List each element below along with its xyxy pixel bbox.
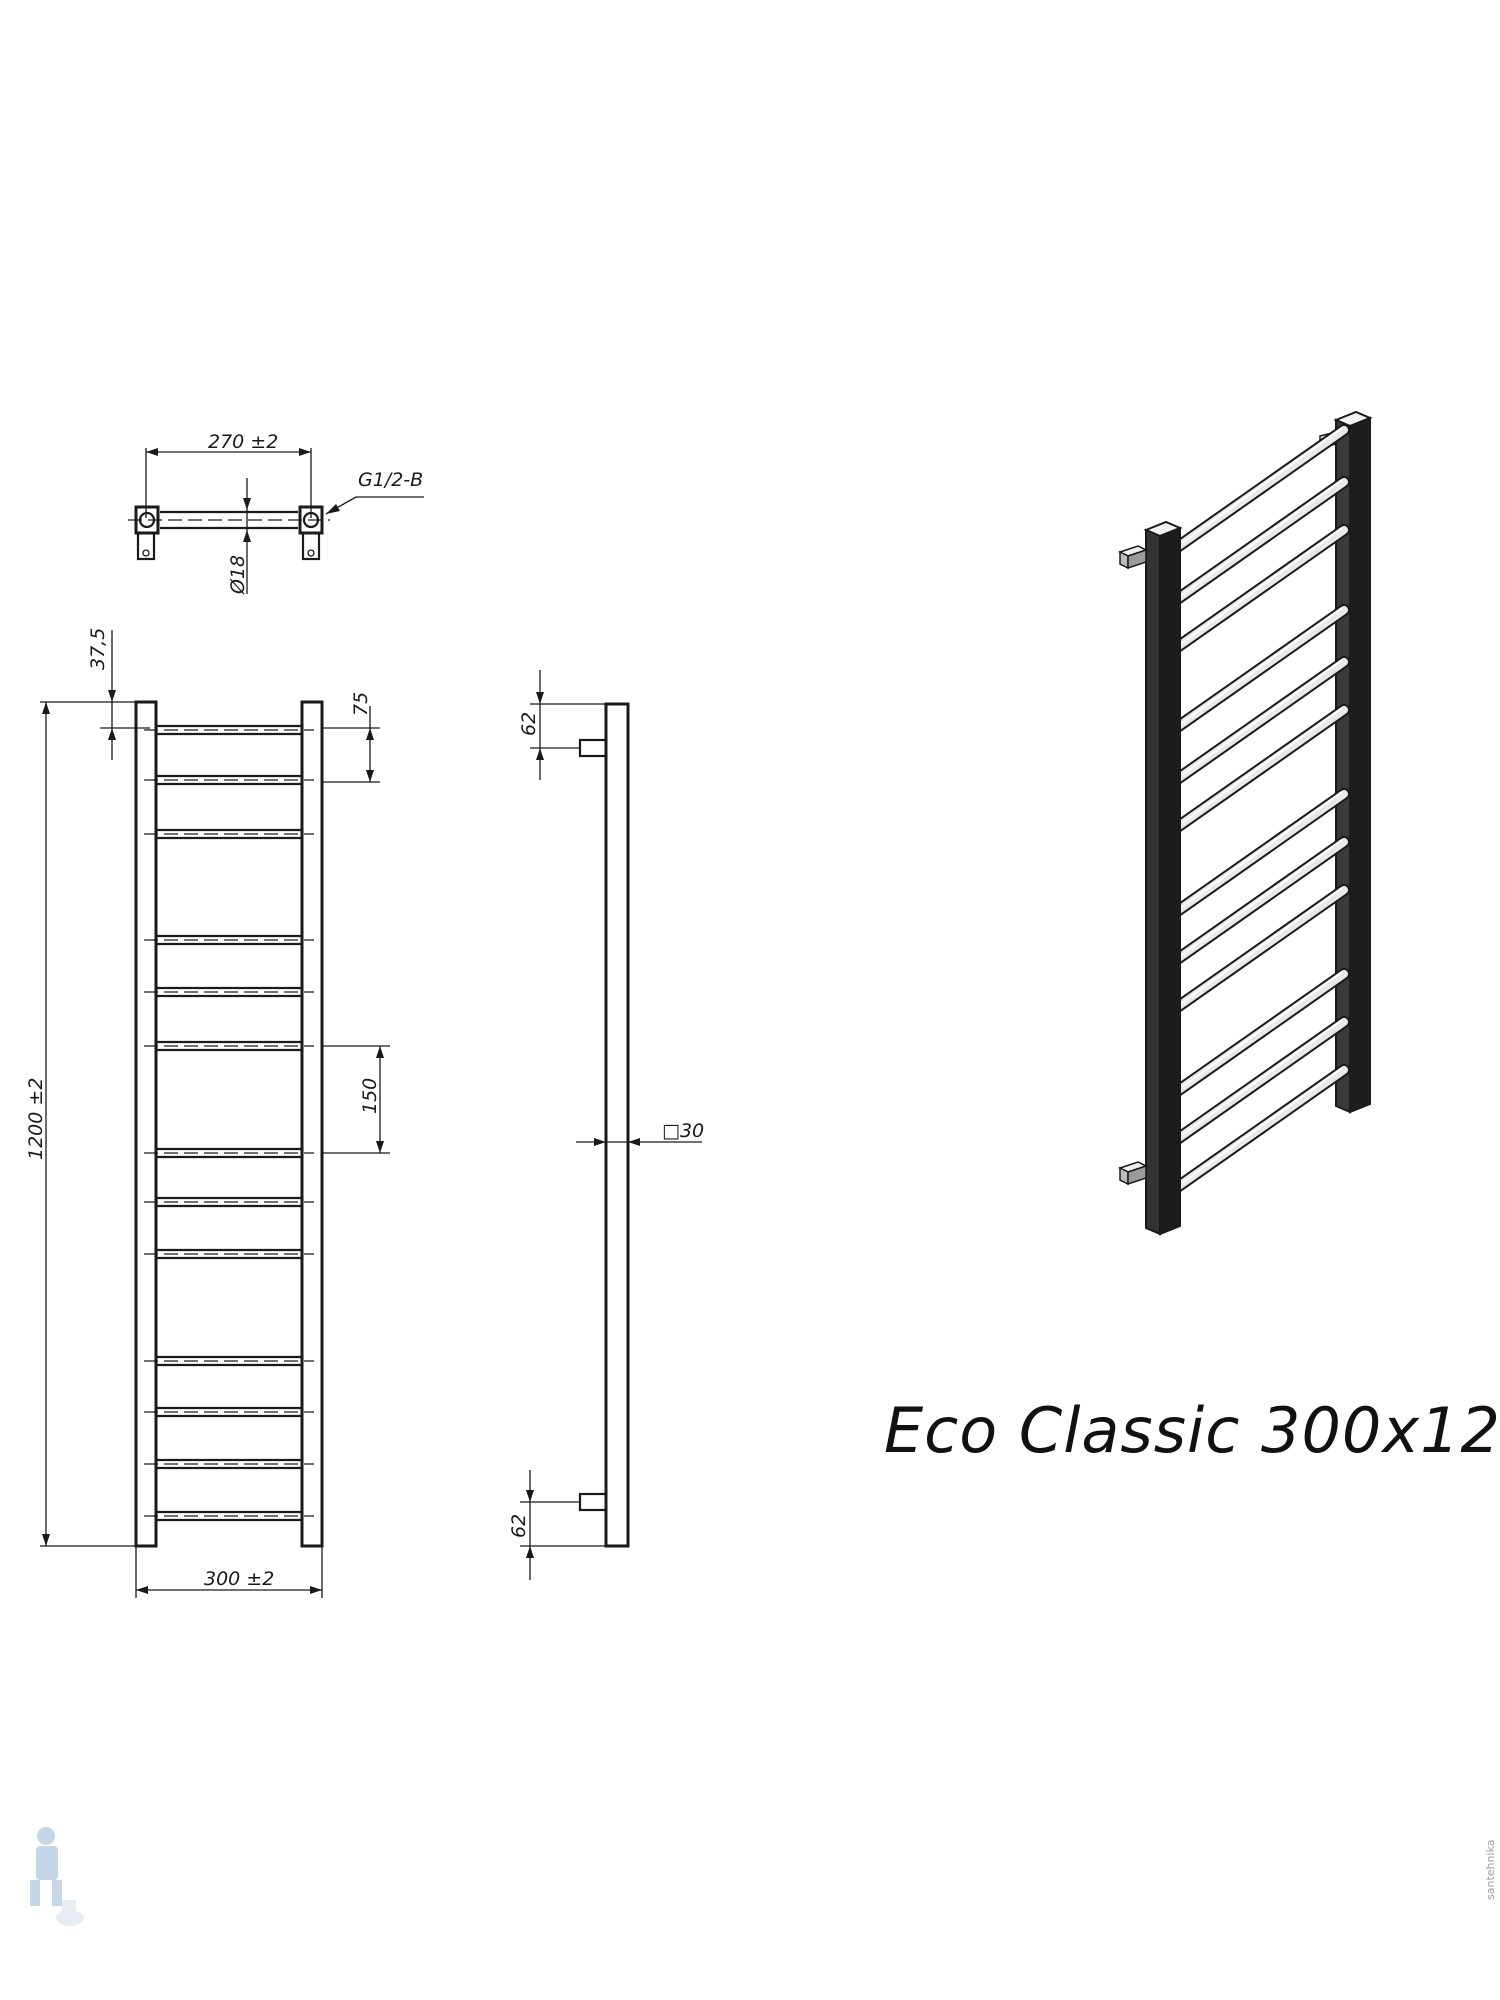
dim-width: 300 ±2 bbox=[204, 1568, 274, 1590]
dim-diameter: Ø18 bbox=[227, 555, 249, 595]
iso-bars bbox=[1170, 424, 1350, 1194]
iso-bar bbox=[1170, 788, 1350, 918]
side-view: 62 62 □30 bbox=[508, 670, 704, 1580]
front-bars bbox=[144, 724, 314, 1522]
dim-profile: □30 bbox=[662, 1120, 704, 1142]
iso-bar bbox=[1170, 476, 1350, 606]
iso-bar bbox=[1170, 884, 1350, 1014]
iso-bar bbox=[1170, 524, 1350, 654]
iso-bar bbox=[1170, 968, 1350, 1098]
front-bar bbox=[144, 774, 314, 786]
watermark-text: santehnika bbox=[1484, 1840, 1497, 1900]
iso-bar bbox=[1170, 704, 1350, 834]
front-bar bbox=[144, 1040, 314, 1052]
front-bar bbox=[144, 1147, 314, 1159]
front-view: 37,5 75 150 1200 ±2 300 ±2 bbox=[25, 628, 390, 1598]
dim-top-spacing: 270 ±2 bbox=[208, 431, 278, 453]
front-bar bbox=[144, 1510, 314, 1522]
iso-bar bbox=[1170, 424, 1350, 554]
iso-bar bbox=[1170, 1064, 1350, 1194]
product-title: Eco Classic 300x1200 bbox=[884, 1394, 1500, 1467]
dim-bar-gap: 75 bbox=[350, 692, 372, 716]
front-bar bbox=[144, 828, 314, 840]
dim-connector-bottom: 62 bbox=[508, 1514, 530, 1538]
dim-thread: G1/2-B bbox=[358, 469, 423, 491]
iso-bar bbox=[1170, 1016, 1350, 1146]
front-bar bbox=[144, 1406, 314, 1418]
plumber-logo bbox=[30, 1827, 84, 1926]
front-bar bbox=[144, 1458, 314, 1470]
dim-height: 1200 ±2 bbox=[25, 1078, 47, 1160]
dim-connector-top: 62 bbox=[518, 712, 540, 736]
iso-bar bbox=[1170, 604, 1350, 734]
iso-bar bbox=[1170, 656, 1350, 786]
front-bar bbox=[144, 986, 314, 998]
top-view: 270 ±2 Ø18 G1/2-B bbox=[128, 431, 424, 595]
dim-top-offset: 37,5 bbox=[87, 628, 109, 670]
front-bar bbox=[144, 1355, 314, 1367]
isometric-view bbox=[1118, 410, 1373, 1236]
front-bar bbox=[144, 1248, 314, 1260]
iso-bar bbox=[1170, 836, 1350, 966]
front-bar bbox=[144, 934, 314, 946]
dim-section-gap: 150 bbox=[359, 1078, 381, 1114]
front-bar bbox=[144, 1196, 314, 1208]
front-bar bbox=[144, 724, 314, 736]
